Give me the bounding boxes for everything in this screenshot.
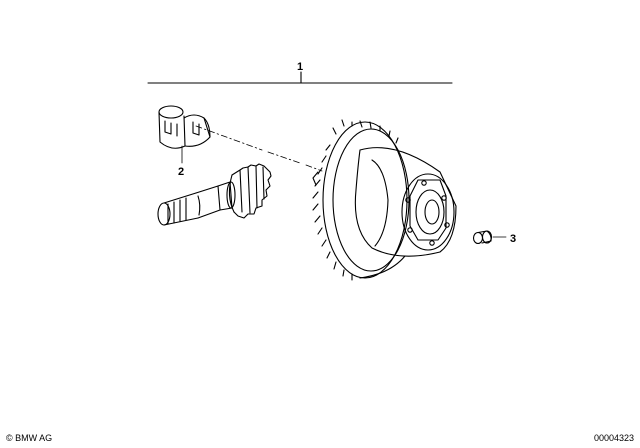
crown-wheel-part [312, 119, 457, 281]
copyright-notice: © BMW AG [6, 433, 53, 443]
callout-label-3: 3 [510, 233, 517, 245]
diagram-number: 00004323 [593, 433, 634, 443]
drive-pinion-part [157, 163, 272, 226]
plug-part [472, 230, 493, 245]
callout-label-2: 2 [178, 166, 185, 178]
assembly-bracket-line [147, 71, 453, 84]
pinion-sleeve-part [158, 105, 211, 149]
callout-label-1: 1 [297, 61, 304, 73]
centre-line [195, 125, 323, 172]
